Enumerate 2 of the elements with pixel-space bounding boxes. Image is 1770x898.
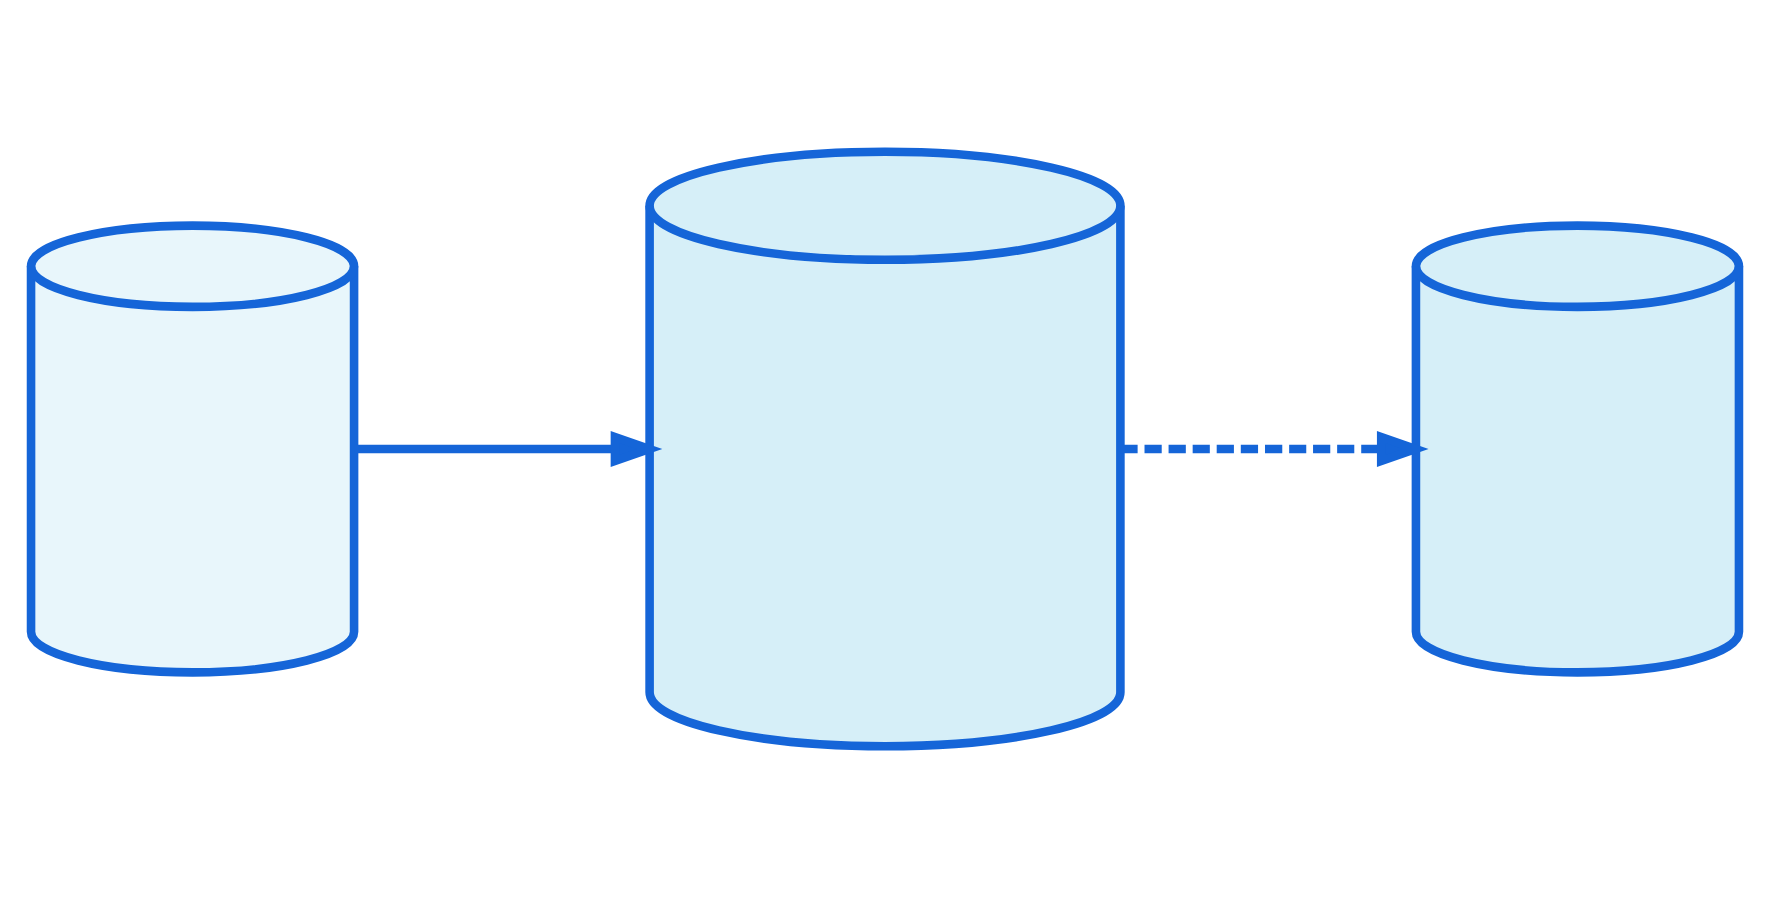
arrow [355,430,663,468]
arrow [1120,430,1429,468]
